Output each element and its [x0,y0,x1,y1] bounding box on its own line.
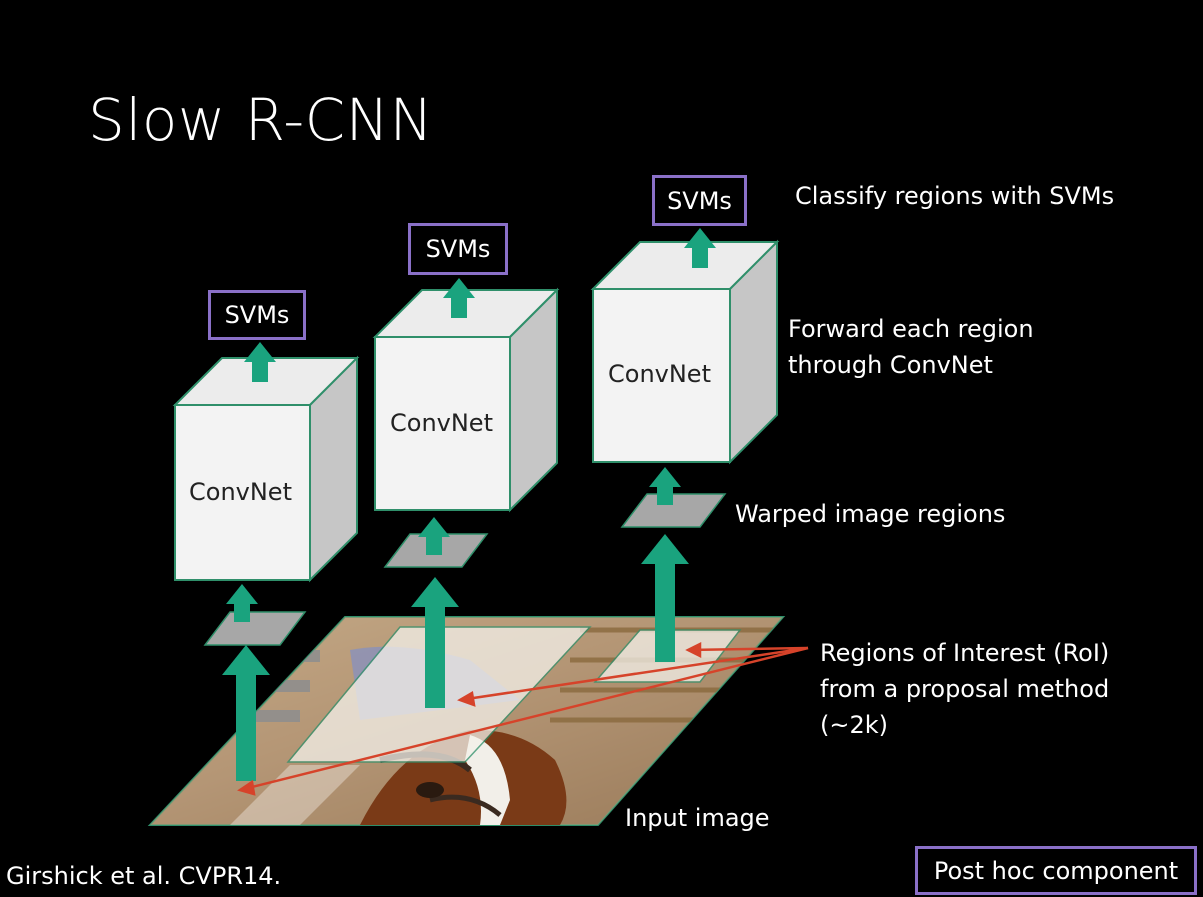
arrow-warp-to-convnet-2 [418,517,450,555]
annotation-forward-line1: Forward each region [788,315,1034,343]
convnet-cube-2 [372,287,560,513]
annotation-roi-line1: Regions of Interest (RoI) [820,639,1110,667]
annotation-warped: Warped image regions [735,500,1006,528]
roi-pointer-lines [237,641,809,796]
annotation-roi-line3: (~2k) [820,711,889,739]
arrow-warp-to-convnet-1 [226,584,258,622]
svm-box-1: SVMs [208,290,306,340]
arrow-image-to-warp-2 [411,577,459,708]
svm-box-2: SVMs [408,223,508,275]
warped-region-3 [620,493,727,528]
arrow-image-to-warp-1 [222,645,270,781]
arrow-convnet-to-svm-1 [244,342,276,382]
warped-region-1 [203,611,307,646]
arrow-image-to-warp-3 [641,534,689,662]
convnet-label-1: ConvNet [189,478,292,506]
arrow-convnet-to-svm-2 [443,278,475,318]
convnet-label-3: ConvNet [608,360,711,388]
slide-title: Slow R-CNN [88,86,434,154]
convnet-cube-1 [172,355,360,583]
convnet-label-2: ConvNet [390,409,493,437]
annotation-input-image: Input image [625,804,770,832]
annotation-roi-line2: from a proposal method [820,675,1110,703]
annotation-forward-line2: through ConvNet [788,351,993,379]
svm-box-3: SVMs [652,175,747,226]
annotation-classify: Classify regions with SVMs [795,182,1115,210]
arrow-warp-to-convnet-3 [649,467,681,505]
convnet-cube-3 [590,239,780,465]
citation: Girshick et al. CVPR14. [6,862,282,890]
arrow-convnet-to-svm-3 [684,228,716,268]
post-hoc-legend: Post hoc component [915,846,1197,895]
